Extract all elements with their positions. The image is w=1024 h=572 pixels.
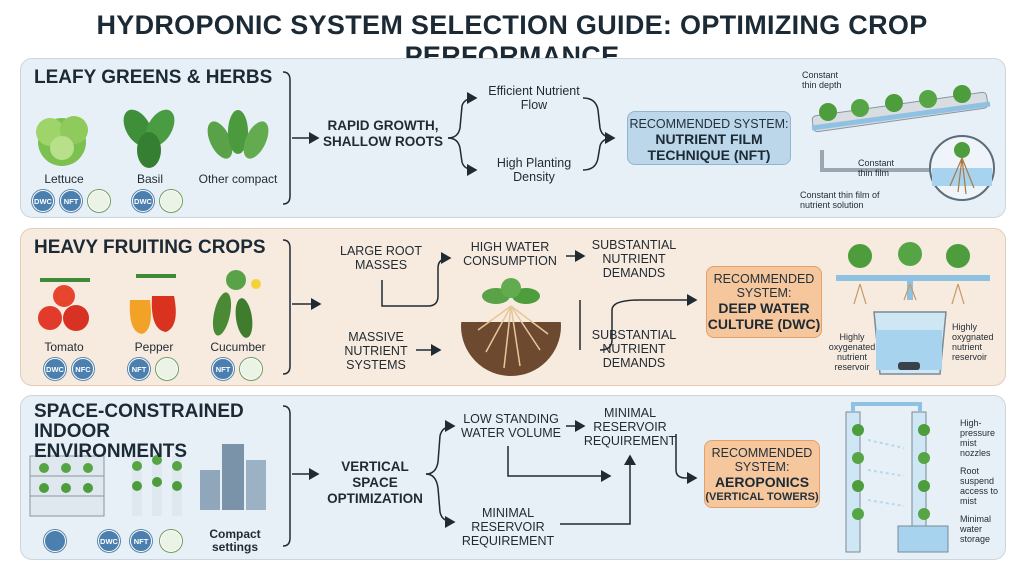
crop-label: Compact settings — [209, 527, 261, 554]
dwc-badge-icon: DWC — [132, 190, 154, 212]
crop-label: Basil — [136, 172, 163, 186]
tower-garden-icon — [132, 450, 182, 516]
lettuce-icon — [36, 116, 88, 166]
grow-rack-icon — [29, 455, 105, 517]
section-title: LEAFY GREENS & HERBS — [34, 67, 273, 88]
pepper-icon — [129, 274, 176, 334]
factor-text: LOW STANDING WATER VOLUME — [460, 412, 561, 440]
factor-text: Efficient Nutrient Flow — [488, 84, 580, 112]
rec-system: DEEP WATER CULTURE (DWC) — [707, 300, 821, 332]
aeroponics-illustration — [845, 402, 949, 553]
compact-greens-icon — [207, 110, 269, 159]
crop-label: Tomato — [44, 340, 84, 354]
recommendation-box: RECOMMENDED SYSTEM: NUTRIENT FILM TECHNI… — [627, 111, 791, 165]
factor-text: MASSIVE NUTRIENT SYSTEMS — [344, 330, 408, 372]
rec-label: RECOMMENDED SYSTEM: — [711, 446, 813, 474]
factor-text: MINIMAL RESERVOIR REQUIREMENT — [583, 406, 677, 448]
crop-label: Lettuce — [44, 172, 84, 186]
rec-system: NUTRIENT FILM TECHNIQUE (NFT) — [647, 131, 771, 163]
factor-text: SUBSTANTIAL NUTRIENT DEMANDS — [591, 328, 677, 370]
recommendation-box: RECOMMENDED SYSTEM: AEROPONICS (VERTICAL… — [704, 440, 820, 508]
rec-label: RECOMMENDED SYSTEM: — [713, 272, 815, 300]
basil-icon — [123, 109, 175, 168]
factor-text: SUBSTANTIAL NUTRIENT DEMANDS — [591, 238, 677, 280]
dwc-badge-icon: DWC — [32, 190, 54, 212]
characteristic-text: VERTICAL SPACE OPTIMIZATION — [327, 459, 423, 506]
rec-detail: (VERTICAL TOWERS) — [705, 491, 819, 503]
annotation: Constant thin film — [858, 158, 895, 178]
aeroponics-badge-icon — [240, 358, 262, 380]
annotation: Highly oxygnated nutrient reservoir — [952, 322, 994, 362]
crop-label: Cucumber — [210, 340, 266, 354]
aeroponics-badge-icon — [156, 358, 178, 380]
aeroponics-badge-icon — [160, 530, 182, 552]
nft-badge-icon: NFT — [212, 358, 234, 380]
rec-system: AEROPONICS — [714, 474, 810, 490]
factor-text: MINIMAL RESERVOIR REQUIREMENT — [461, 506, 555, 548]
factor-text: HIGH WATER CONSUMPTION — [463, 240, 557, 268]
annotation: Constant thin film of nutrient solution — [800, 190, 880, 210]
annotation: Root suspend access to mist — [960, 466, 999, 506]
annotation: Constant thin depth — [802, 70, 842, 90]
factor-text: LARGE ROOT MASSES — [340, 244, 422, 272]
panel-space-constrained — [20, 395, 1006, 560]
crop-label: Pepper — [134, 340, 174, 354]
panel-leafy-greens — [20, 58, 1006, 218]
rec-label: RECOMMENDED SYSTEM: — [629, 117, 789, 131]
city-buildings-icon — [200, 444, 266, 510]
factor-text: High Planting Density — [496, 156, 572, 184]
aeroponics-badge-icon — [160, 190, 182, 212]
annotation: Minimal water storage — [960, 514, 992, 544]
page-title: HYDROPONIC SYSTEM SELECTION GUIDE: OPTIM… — [96, 10, 928, 71]
crop-label: Other compact — [198, 172, 278, 186]
dwc-badge-icon: DWC — [44, 358, 66, 380]
section-title: SPACE-CONSTRAINED INDOOR ENVIRONMENTS — [34, 401, 244, 462]
root-mass-illustration — [461, 272, 561, 376]
tomato-icon — [38, 278, 90, 331]
nft-system-illustration — [811, 85, 995, 201]
nfc-badge-icon: NFC — [72, 358, 94, 380]
aeroponics-badge-icon — [88, 190, 110, 212]
nft-badge-icon: NFT — [130, 530, 152, 552]
aeroponics-badge-icon — [44, 530, 66, 552]
annotation: Highly oxygenated nutrient reservoir — [828, 332, 876, 372]
section-title: HEAVY FRUITING CROPS — [34, 237, 266, 258]
dwc-badge-icon: DWC — [98, 530, 120, 552]
dwc-system-illustration — [836, 242, 990, 375]
recommendation-box: RECOMMENDED SYSTEM: DEEP WATER CULTURE (… — [706, 266, 822, 338]
characteristic-text: RAPID GROWTH, SHALLOW ROOTS — [323, 118, 443, 149]
nft-badge-icon: NFT — [128, 358, 150, 380]
nft-badge-icon: NFT — [60, 190, 82, 212]
cucumber-icon — [212, 270, 261, 338]
annotation: High-pressure mist nozzles — [960, 418, 996, 458]
